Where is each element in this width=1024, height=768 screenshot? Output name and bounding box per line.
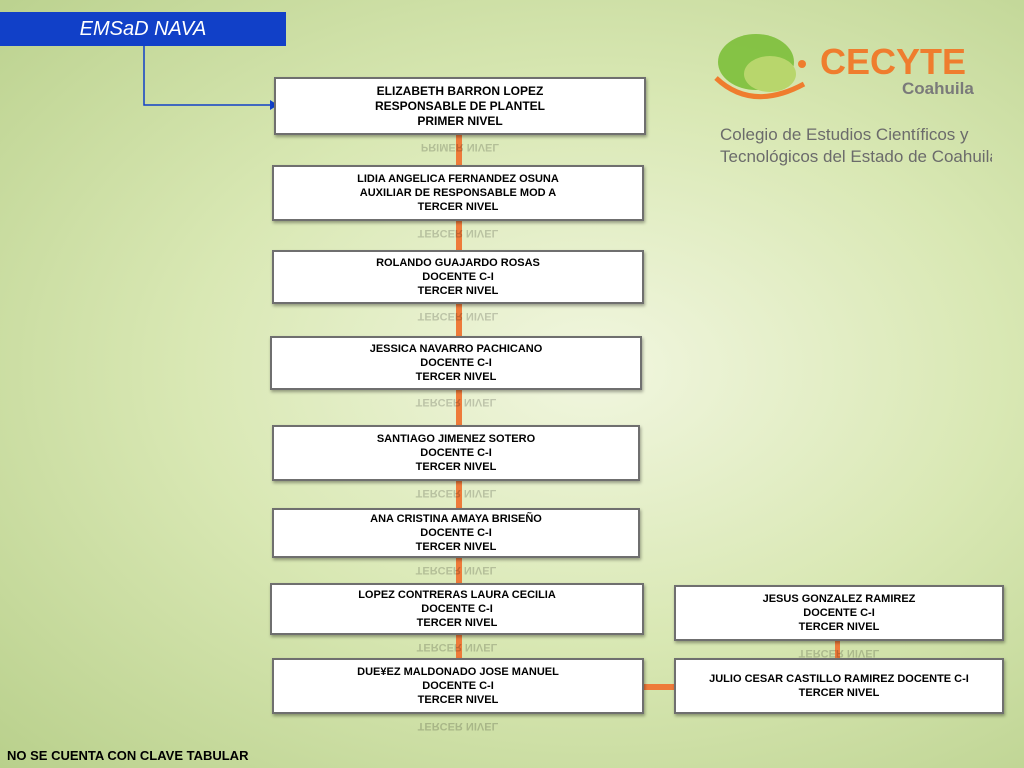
side-node-line: TERCER NIVEL xyxy=(798,687,880,699)
main-node-line: RESPONSABLE DE PLANTEL xyxy=(374,98,545,113)
main-node: ANA CRISTINA AMAYA BRISEÑO DOCENTE C-I TER… xyxy=(272,508,640,558)
side-node-line: TERCER NIVEL xyxy=(798,621,880,633)
main-node: LOPEZ CONTRERAS LAURA CECILIA DOCENTE C-I… xyxy=(270,583,644,635)
main-node-line: TERCER NIVEL xyxy=(417,285,499,297)
main-node-line: ROLANDO GUAJARDO ROSAS xyxy=(376,257,540,269)
footer-note: NO SE CUENTA CON CLAVE TABULAR xyxy=(7,748,249,763)
side-node-line: JESUS GONZALEZ RAMIREZ xyxy=(762,593,916,605)
logo-dot-icon xyxy=(798,60,806,68)
side-node: JULIO CESAR CASTILLO RAMIREZ DOCENTE C-I… xyxy=(674,658,1004,714)
main-node-line: ANA CRISTINA AMAYA BRISEÑO xyxy=(370,513,542,525)
org-chart-spine xyxy=(456,134,462,714)
main-node-reflection: TERCER NIVEL xyxy=(416,641,498,653)
main-node: DUE¥EZ MALDONADO JOSE MANUEL DOCENTE C-I T… xyxy=(272,658,644,714)
main-node-line: TERCER NIVEL xyxy=(417,694,499,706)
main-node-line: ELIZABETH BARRON LOPEZ xyxy=(376,83,544,98)
main-node: JESSICA NAVARRO PACHICANO DOCENTE C-I TERC… xyxy=(270,336,642,390)
main-node-line: DOCENTE C-I xyxy=(420,447,492,459)
main-node-line: TERCER NIVEL xyxy=(415,461,497,473)
main-node-line: LOPEZ CONTRERAS LAURA CECILIA xyxy=(358,589,556,601)
cecyte-logo: CECYTE Coahuila Colegio de Estudios Cien… xyxy=(714,34,992,166)
main-node-line: TERCER NIVEL xyxy=(415,541,497,553)
main-node-line: TERCER NIVEL xyxy=(415,371,497,383)
main-node-reflection: TERCER NIVEL xyxy=(415,487,497,499)
side-node-line: DOCENTE C-I xyxy=(803,607,875,619)
logo-brand: CECYTE xyxy=(820,41,966,82)
logo-tagline-1: Colegio de Estudios Científicos y xyxy=(720,125,969,144)
main-node-line: DOCENTE C-I xyxy=(422,271,494,283)
side-connector-vertical xyxy=(835,639,840,661)
logo-region: Coahuila xyxy=(902,79,974,98)
main-node-reflection: TERCER NIVEL xyxy=(415,564,497,576)
logo-tagline-2: Tecnológicos del Estado de Coahuila xyxy=(720,147,992,166)
main-node-line: DOCENTE C-I xyxy=(421,603,493,615)
main-node-reflection: TERCER NIVEL xyxy=(417,310,499,322)
side-connector xyxy=(643,684,675,690)
page-title: EMSaD NAVA xyxy=(0,12,286,46)
logo-swoosh-icon xyxy=(714,76,806,100)
main-node-reflection: TERCER NIVEL xyxy=(417,227,499,239)
main-node-line: SANTIAGO JIMENEZ SOTERO xyxy=(376,433,536,445)
main-node-line: JESSICA NAVARRO PACHICANO xyxy=(369,343,543,355)
main-node-line: DOCENTE C-I xyxy=(420,527,492,539)
main-node: LIDIA ANGELICA FERNANDEZ OSUNA AUXILIAR D… xyxy=(272,165,644,221)
main-node-line: TERCER NIVEL xyxy=(416,617,498,629)
main-node-line: LIDIA ANGELICA FERNANDEZ OSUNA xyxy=(357,173,559,185)
main-node-line: TERCER NIVEL xyxy=(417,201,499,213)
main-node-reflection: TERCER NIVEL xyxy=(415,396,497,408)
logo-leaf-icon xyxy=(744,56,796,92)
main-node-line: DOCENTE C-I xyxy=(422,680,494,692)
side-node-line: JULIO CESAR CASTILLO RAMIREZ DOCENTE C-I xyxy=(709,673,969,685)
main-node: SANTIAGO JIMENEZ SOTERO DOCENTE C-I TERCER… xyxy=(272,425,640,481)
main-node-line: AUXILIAR DE RESPONSABLE MOD A xyxy=(359,187,557,199)
main-node-reflection: PRIMER NIVEL xyxy=(420,141,500,153)
main-node-line: DUE¥EZ MALDONADO JOSE MANUEL xyxy=(357,666,559,678)
main-node: ROLANDO GUAJARDO ROSAS DOCENTE C-I TERCER … xyxy=(272,250,644,304)
main-node-reflection: TERCER NIVEL xyxy=(417,720,499,732)
main-node-line: DOCENTE C-I xyxy=(420,357,492,369)
side-node: JESUS GONZALEZ RAMIREZ DOCENTE C-I TERCER … xyxy=(674,585,1004,641)
main-node-line: PRIMER NIVEL xyxy=(417,113,503,128)
